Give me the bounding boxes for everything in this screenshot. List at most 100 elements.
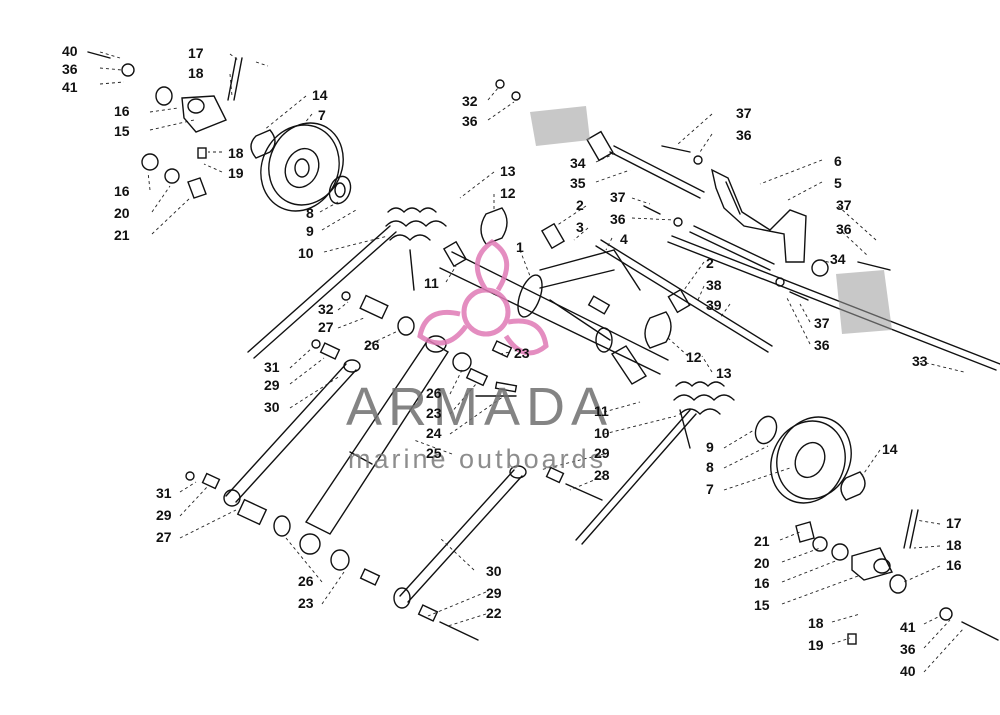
clevis-15-lower xyxy=(795,509,999,645)
callout-label: 29 xyxy=(264,377,280,393)
callout-label: 18 xyxy=(188,65,204,81)
callout-label: 10 xyxy=(594,425,610,441)
callout-label: 19 xyxy=(808,637,824,653)
callout-label: 12 xyxy=(500,185,516,201)
callout-label: 23 xyxy=(298,595,314,611)
callout-label: 39 xyxy=(706,297,722,313)
callout-label: 2 xyxy=(576,197,584,213)
callout-label: 25 xyxy=(426,445,442,461)
callout-label: 29 xyxy=(486,585,502,601)
callout-label: 18 xyxy=(808,615,824,631)
callout-label: 37 xyxy=(610,189,626,205)
torsion-spring-10-lower xyxy=(575,381,735,545)
callout-label: 22 xyxy=(486,605,502,621)
hardware-parts xyxy=(201,294,603,641)
callout-label: 20 xyxy=(114,205,130,221)
callout-label: 21 xyxy=(114,227,130,243)
callout-label: 36 xyxy=(900,641,916,657)
idler-wheel-7-lower xyxy=(754,415,866,504)
rod-34-part xyxy=(586,130,705,199)
clevis-15-upper xyxy=(87,51,243,199)
callout-label: 6 xyxy=(834,153,842,169)
callout-label: 36 xyxy=(814,337,830,353)
callout-label: 7 xyxy=(318,107,326,123)
callout-label: 15 xyxy=(754,597,770,613)
callout-label: 40 xyxy=(62,43,78,59)
callout-label: 13 xyxy=(500,163,516,179)
callout-label: 41 xyxy=(62,79,78,95)
callout-label: 8 xyxy=(306,205,314,221)
callout-label: 41 xyxy=(900,619,916,635)
callout-label: 16 xyxy=(114,103,130,119)
callout-label: 9 xyxy=(706,439,714,455)
callout-label: 38 xyxy=(706,277,722,293)
callout-label: 16 xyxy=(114,183,130,199)
callout-label: 16 xyxy=(946,557,962,573)
callout-label: 37 xyxy=(814,315,830,331)
callout-label: 12 xyxy=(686,349,702,365)
callout-label: 27 xyxy=(318,319,334,335)
callout-label: 27 xyxy=(156,529,172,545)
shaded-rail-blocks xyxy=(530,106,892,334)
bracket-6-part xyxy=(710,168,807,263)
bolt-hardware-right xyxy=(185,79,891,481)
callout-label: 35 xyxy=(570,175,586,191)
callout-label: 16 xyxy=(754,575,770,591)
callout-label: 31 xyxy=(156,485,172,501)
callout-label: 20 xyxy=(754,555,770,571)
callout-label: 34 xyxy=(830,251,846,267)
callout-label: 40 xyxy=(900,663,916,679)
callout-label: 13 xyxy=(716,365,732,381)
callout-label: 17 xyxy=(946,515,962,531)
callout-label: 11 xyxy=(424,275,439,291)
callout-label: 1 xyxy=(516,239,524,255)
spacer-12-part xyxy=(480,207,691,349)
callout-label: 18 xyxy=(228,145,244,161)
callout-label: 36 xyxy=(610,211,626,227)
callout-label: 2 xyxy=(706,255,714,271)
rod-38-part xyxy=(595,225,775,353)
callout-label: 14 xyxy=(312,87,328,103)
armada-logo-mark xyxy=(417,239,549,356)
idler-wheel-7-upper xyxy=(250,122,352,212)
callout-label: 34 xyxy=(570,155,586,171)
callout-label: 30 xyxy=(486,563,502,579)
callout-label: 21 xyxy=(754,533,770,549)
callout-label: 32 xyxy=(318,301,334,317)
callout-label: 19 xyxy=(228,165,244,181)
callout-label: 36 xyxy=(62,61,78,77)
callout-label: 11 xyxy=(594,403,609,419)
callout-label: 37 xyxy=(736,105,752,121)
callout-label: 23 xyxy=(514,345,530,361)
callout-label: 9 xyxy=(306,223,314,239)
callout-label: 10 xyxy=(298,245,314,261)
callout-label: 8 xyxy=(706,459,714,475)
callout-label: 3 xyxy=(576,219,584,235)
callout-label: 32 xyxy=(462,93,478,109)
callout-label: 17 xyxy=(188,45,204,61)
bushing-11-part xyxy=(442,240,647,385)
link-arm-30-upper xyxy=(223,359,361,507)
callout-label: 5 xyxy=(834,175,842,191)
callout-label: 36 xyxy=(736,127,752,143)
callout-label: 24 xyxy=(426,425,442,441)
torsion-spring-10-upper xyxy=(247,207,447,359)
callout-label: 26 xyxy=(364,337,380,353)
leader-lines xyxy=(99,51,965,673)
callout-label: 14 xyxy=(882,441,898,457)
callout-label: 37 xyxy=(836,197,852,213)
callout-label: 23 xyxy=(426,405,442,421)
callout-label: 15 xyxy=(114,123,130,139)
rod-33-part xyxy=(667,235,1000,371)
callout-label: 26 xyxy=(298,573,314,589)
callout-label: 4 xyxy=(620,231,628,247)
callout-label: 30 xyxy=(264,399,280,415)
callout-label: 29 xyxy=(156,507,172,523)
callout-label: 31 xyxy=(264,359,280,375)
callout-label: 29 xyxy=(594,445,610,461)
link-arm-30-lower xyxy=(393,465,527,609)
callout-label: 36 xyxy=(836,221,852,237)
callout-label: 28 xyxy=(594,467,610,483)
